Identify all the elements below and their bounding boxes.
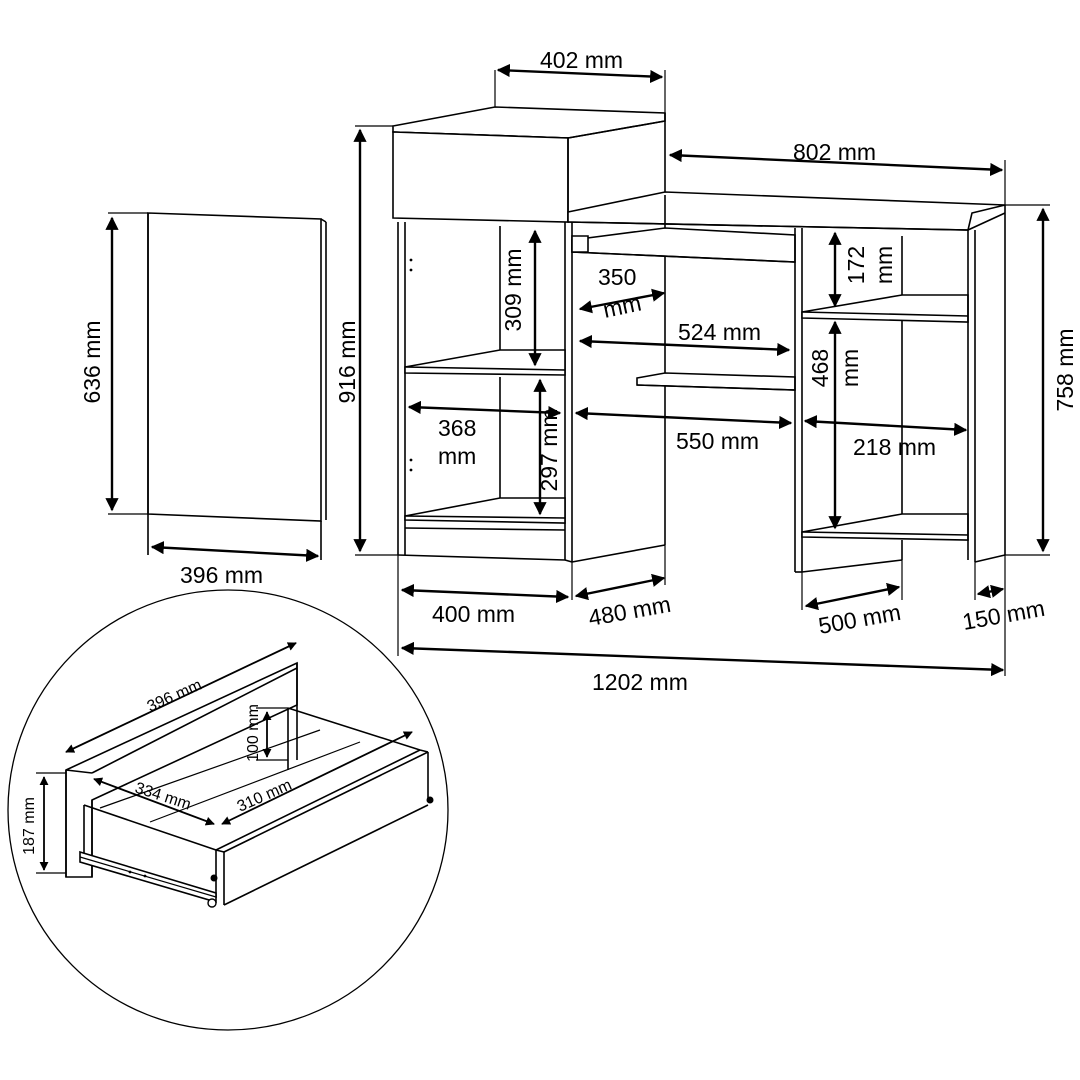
right-shelf-width-dimension [803,415,968,436]
label-drawer-front-height: 187 mm [21,797,38,855]
drawer-inner-length-dimension [93,777,215,826]
panel-width-dimension [150,541,320,562]
label-desk-depth: 480 mm [586,591,672,631]
label-keyboard-width: 524 mm [678,319,761,345]
label-drawer-height: 100 mm [245,704,262,762]
label-desk-width: 802 mm [793,139,876,165]
desk-width-dimension [668,148,1004,177]
label-right-top-height-b: mm [871,246,897,284]
label-left-shelf-width-b: mm [438,443,476,469]
label-overall-width: 1202 mm [592,669,688,695]
left-base-width-dimension [400,583,570,604]
label-right-shelf-width: 218 mm [853,434,936,460]
overall-width-dimension [400,641,1005,677]
desk-body [355,70,1050,676]
label-right-mid-height-a: 468 [807,349,833,387]
drawer-inner-depth-dimension [221,731,413,825]
left-shelf-width-dimension [407,400,562,420]
drawer-width-dimension [65,642,297,753]
label-right-depth: 500 mm [816,599,902,639]
label-panel-height: 636 mm [79,320,105,403]
label-desk-height: 758 mm [1052,328,1078,411]
label-desk-inner-width: 550 mm [676,428,759,454]
leg-width-dimension [976,584,1005,599]
label-drawer-inner-depth: 310 mm [235,777,295,816]
label-lower-shelf-height: 297 mm [536,408,562,491]
right-depth-dimension [804,582,901,611]
desk-inner-width-dimension [574,406,793,430]
keyboard-width-dimension [578,334,791,357]
label-keyboard-depth-b: mm [601,289,644,322]
drawer-box [36,661,434,908]
keyboard-depth-dimension [578,288,666,314]
label-keyboard-depth-a: 350 [598,264,636,290]
label-drawer-inner-length: 334 mm [133,780,193,814]
label-right-top-height-a: 172 [843,246,869,284]
label-left-shelf-width-a: 368 [438,415,476,441]
label-left-base-width: 400 mm [432,601,515,627]
desk-depth-dimension [574,573,666,601]
label-panel-width: 396 mm [180,562,263,588]
side-panel [108,212,327,560]
label-upper-shelf-height: 309 mm [500,248,526,331]
top-width-dimension [496,63,664,84]
label-right-mid-height-b: mm [837,349,863,387]
drawer-detail-circle [7,589,449,1031]
label-total-height: 916 mm [334,320,360,403]
label-leg-width: 150 mm [960,595,1046,635]
label-top-width: 402 mm [540,47,623,73]
